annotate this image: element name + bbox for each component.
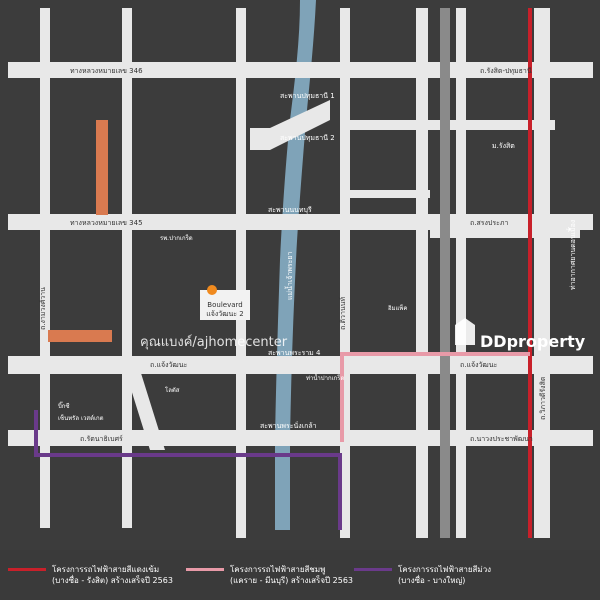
label-hwy-346: ทางหลวงหมายเลข 346 [70, 67, 143, 75]
label-pak-kret-hospital: รพ.ปากเกร็ด [160, 233, 193, 242]
road-diag-2 [125, 370, 165, 450]
pink-line-branch [340, 352, 344, 442]
project-marker: Boulevard แจ้งวัฒนะ 2 [200, 285, 250, 320]
label-rattanathibet: ถ.รัตนาธิเบศร์ [80, 435, 123, 443]
label-chaeng-wattana: ถ.แจ้งวัฒนะ [150, 361, 188, 369]
label-bridge-phra-ram-4: สะพานพระราม 4 [268, 349, 321, 357]
legend-swatch-purple [354, 568, 392, 571]
legend-red-line2: (บางซื่อ - รังสิต) สร้างเสร็จปี 2563 [52, 576, 173, 585]
legend-pink-line1: โครงการรถไฟฟ้าสายสีชมพู [230, 565, 326, 574]
ddproperty-logo: DDproperty [455, 318, 586, 351]
label-bridge-pathum-1: สะพานปทุมธานี 1 [280, 92, 335, 100]
label-lotus: โลตัส [165, 386, 180, 394]
label-sorapradit: ถ.สรงประภา [470, 219, 508, 227]
label-bridge-nonthaburi: สะพานนนทบุรี [268, 206, 312, 214]
label-tiwanon: ถ.ติวานนท์ [339, 297, 347, 330]
road-v-2 [122, 8, 132, 528]
expressway [440, 8, 450, 538]
area-map: Boulevard แจ้งวัฒนะ 2 ทางหลวงหมายเลข 346… [8, 0, 593, 538]
road-chaeng-wattana [8, 356, 593, 374]
label-bridge-pathum-2: สะพานปทุมธานี 2 [280, 134, 335, 142]
road-v-3 [236, 8, 246, 538]
red-line [528, 8, 532, 538]
legend-red-line1: โครงการรถไฟฟ้าสายสีแดงเข้ม [52, 565, 160, 574]
railway-left-1 [96, 120, 108, 215]
label-nawong: ถ.นาวงประชาพัฒนา [470, 435, 533, 443]
project-name: Boulevard [207, 301, 242, 309]
label-tha-nam: ท่าน้ำปากเกร็ด [306, 372, 345, 382]
label-vibhavadi: ถ.วิภาวดีรังสิต [539, 376, 547, 420]
legend-pink-line2: (แคราย - มีนบุรี) สร้างเสร็จปี 2563 [230, 576, 354, 585]
road-diag-1 [250, 100, 330, 150]
label-westgate: เซ็นทรัล เวสต์เกต [58, 413, 104, 422]
label-ngam-wong-wan: ถ.งามวงศ์วาน [39, 287, 47, 330]
label-airport: ท่าอากาศยานดอนเมือง [569, 220, 577, 290]
railway-left-2 [48, 330, 112, 342]
label-river: แม่น้ำเจ้าพระยา [283, 251, 294, 300]
road-sub-3 [430, 230, 580, 238]
label-chaeng-wattana-2: ถ.แจ้งวัฒนะ [460, 361, 498, 369]
pink-line [340, 352, 530, 356]
label-bigc: บิ๊กซี [58, 401, 70, 410]
road-sub-2 [350, 190, 430, 198]
chao-phraya-river [275, 0, 316, 530]
road-v-5 [416, 8, 428, 538]
label-impact: อิมแพ็ค [388, 303, 408, 312]
project-sub: แจ้งวัฒนะ 2 [206, 310, 244, 318]
legend: โครงการรถไฟฟ้าสายสีแดงเข้ม (บางซื่อ - รั… [0, 550, 600, 600]
road-vibhavadi [534, 8, 550, 538]
road-v-6 [456, 8, 466, 538]
legend-purple-line2: (บางซื่อ - บางใหญ่) [398, 576, 466, 585]
label-rangsit: ม.รังสิต [492, 142, 515, 150]
label-hwy-345: ทางหลวงหมายเลข 345 [70, 219, 143, 227]
label-rangsit-pathum: ถ.รังสิต-ปทุมธานี [480, 67, 532, 75]
purple-line [34, 410, 342, 530]
legend-swatch-red [8, 568, 46, 571]
road-v-1 [40, 8, 50, 528]
legend-purple-line1: โครงการรถไฟฟ้าสายสีม่วง [398, 565, 492, 574]
road-v-4 [340, 8, 350, 538]
label-bridge-phra-nang-klao: สะพานพระนั่งเกล้า [260, 421, 317, 430]
legend-swatch-pink [186, 568, 224, 571]
airplane-icon: ✈ [566, 226, 572, 234]
watermark-text: คุณแบงค์/ajhomecenter [140, 334, 288, 350]
brand-text: DDproperty [480, 332, 586, 351]
